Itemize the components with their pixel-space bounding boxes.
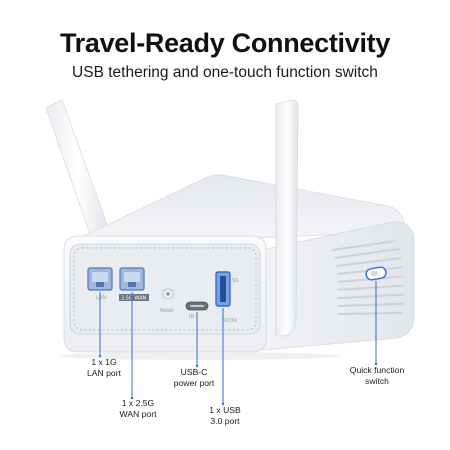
callout-dots bbox=[98, 354, 378, 406]
usb-3-port[interactable] bbox=[215, 271, 231, 307]
base-shadow bbox=[60, 352, 340, 360]
port-panel bbox=[69, 243, 261, 335]
wan-port[interactable] bbox=[119, 267, 145, 291]
left-antenna bbox=[45, 99, 111, 241]
callout-switch-line1: Quick function bbox=[349, 365, 405, 375]
router-top bbox=[83, 174, 405, 245]
callout-wan-port: 1 x 2.5G WAN port bbox=[110, 398, 166, 419]
lan-port[interactable] bbox=[87, 267, 113, 291]
callout-lan-port: 1 x 1G LAN port bbox=[78, 357, 130, 378]
wan-port-label: 2.5G WAN bbox=[121, 296, 147, 302]
callout-lan-line2: LAN port bbox=[87, 367, 121, 378]
usb-rating-label: 5V/3A bbox=[222, 318, 237, 324]
reset-label: Reset bbox=[160, 308, 174, 314]
callout-usb-c-power-port: USB-C power port bbox=[162, 367, 226, 388]
callout-wan-line1: 1 x 2.5G bbox=[121, 398, 155, 408]
callout-usb-line1: 1 x USB bbox=[209, 405, 241, 415]
callout-lines bbox=[99, 281, 377, 404]
power-in-label: IN bbox=[189, 314, 194, 320]
callout-usbc-line1: USB-C bbox=[180, 367, 208, 377]
callout-quick-function-switch: Quick function switch bbox=[340, 365, 414, 386]
right-antenna bbox=[275, 99, 299, 337]
callout-usb-3-port: 1 x USB 3.0 port bbox=[200, 405, 250, 426]
reset-button[interactable] bbox=[162, 288, 174, 300]
callout-switch-line2: switch bbox=[365, 375, 389, 386]
lan-port-label: LAN bbox=[96, 295, 106, 301]
page-subtitle: USB tethering and one-touch function swi… bbox=[72, 64, 378, 81]
usb-brand-mark: SS bbox=[232, 278, 238, 284]
page-title: Travel-Ready Connectivity bbox=[59, 28, 391, 58]
quick-function-switch[interactable] bbox=[365, 266, 387, 281]
callout-lan-line1: 1 x 1G bbox=[91, 357, 117, 367]
usb-c-power-port[interactable] bbox=[185, 301, 209, 311]
callout-wan-line2: WAN port bbox=[119, 408, 157, 419]
callout-usb-line2: 3.0 port bbox=[210, 415, 240, 426]
callout-usbc-line2: power port bbox=[173, 377, 215, 388]
side-vents bbox=[332, 240, 404, 315]
